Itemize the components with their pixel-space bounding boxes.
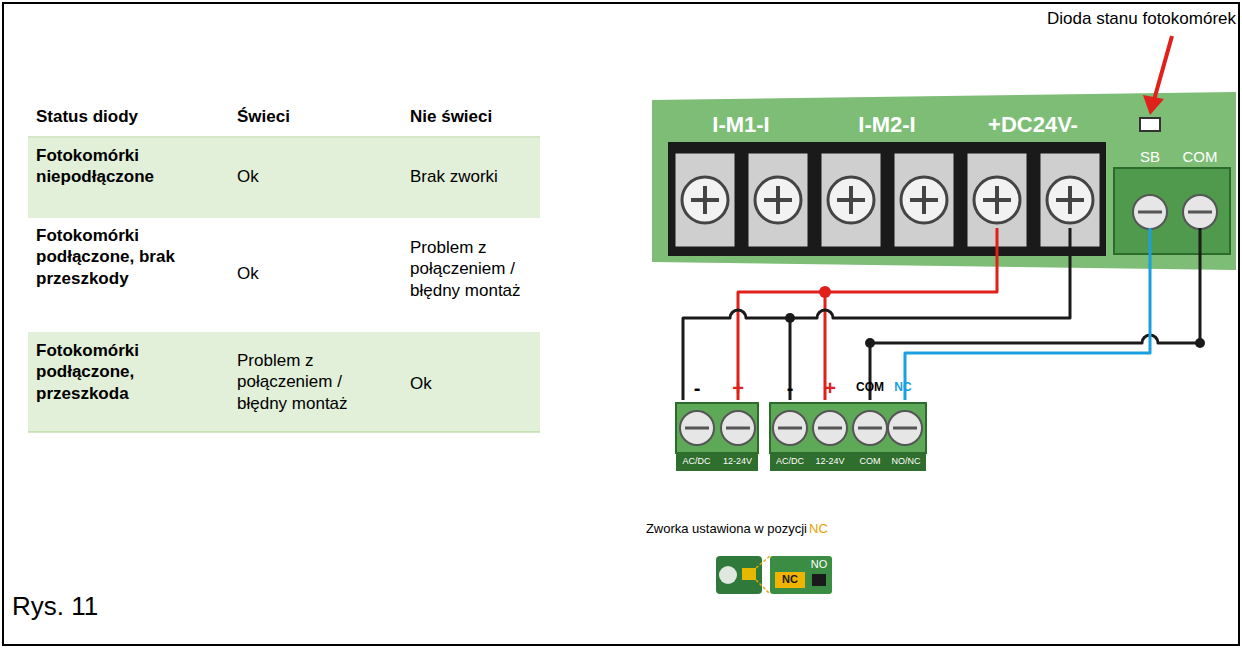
polarity-label: + bbox=[718, 376, 758, 401]
wire-label: NC bbox=[883, 380, 923, 395]
table-cell: Ok bbox=[237, 166, 397, 187]
polarity-label: - bbox=[677, 376, 717, 401]
terminal-screw bbox=[813, 411, 847, 445]
table-row bbox=[28, 332, 540, 432]
pin-label: AC/DC bbox=[770, 456, 810, 467]
callout-label: Dioda stanu fotokomórek bbox=[1000, 8, 1236, 29]
terminal-screw bbox=[888, 411, 922, 445]
table-cell: Ok bbox=[237, 263, 397, 284]
table-cell: Fotokomórki podłączone, przeszkoda bbox=[36, 340, 176, 404]
screw-head bbox=[901, 177, 947, 223]
jumper-label: NO bbox=[808, 558, 830, 572]
pin-label: 12-24V bbox=[717, 456, 758, 467]
terminal-screw bbox=[773, 411, 807, 445]
photocell-tx-terminal bbox=[676, 403, 758, 453]
screw-head bbox=[828, 177, 874, 223]
terminal-label: I-M1-I bbox=[691, 111, 791, 139]
screw-head bbox=[755, 177, 801, 223]
wires bbox=[683, 228, 1200, 400]
wire-label: COM bbox=[845, 380, 895, 395]
terminal-screw bbox=[853, 411, 887, 445]
table-cell: Fotokomórki niepodłączone bbox=[36, 145, 176, 188]
controller-board bbox=[652, 92, 1236, 270]
note-text: Zworka ustawiona w pozycji bbox=[640, 521, 807, 537]
table-cell: Fotokomórki podłączone, brak przeszkody bbox=[36, 225, 176, 289]
table-header: Nie świeci bbox=[410, 106, 540, 127]
table-header: Świeci bbox=[237, 106, 397, 127]
polarity-label: - bbox=[770, 376, 810, 401]
table-cell: Problem z połączeniem / błędny montaż bbox=[237, 350, 387, 414]
screw-head bbox=[974, 177, 1020, 223]
screw-cell bbox=[893, 152, 955, 248]
screw-cell bbox=[747, 152, 809, 248]
figure-caption: Rys. 11 bbox=[12, 590, 212, 623]
pin-label: 12-24V bbox=[810, 456, 850, 467]
table-row bbox=[28, 138, 540, 218]
terminal-screw bbox=[680, 411, 714, 445]
note-text: NC bbox=[809, 521, 839, 537]
screw-head bbox=[1047, 177, 1093, 223]
terminal-label: SB bbox=[1125, 148, 1175, 167]
polarity-label: + bbox=[810, 376, 850, 401]
terminal-label: I-M2-I bbox=[837, 111, 937, 139]
jumper-illustration bbox=[716, 556, 832, 594]
screw-terminals bbox=[674, 152, 1101, 248]
terminal-housing bbox=[668, 142, 1106, 256]
screw-cell bbox=[674, 152, 736, 248]
terminal-label: COM bbox=[1175, 148, 1225, 167]
screw-cell bbox=[820, 152, 882, 248]
jumper-label: NC bbox=[775, 573, 805, 587]
table-cell: Ok bbox=[410, 373, 540, 394]
photocell-rx-terminal bbox=[770, 403, 926, 453]
terminal-screw bbox=[721, 411, 755, 445]
status-led bbox=[1140, 118, 1160, 131]
pin-label: AC/DC bbox=[676, 456, 717, 467]
table-cell: Problem z połączeniem / błędny montaż bbox=[410, 237, 535, 301]
terminal-label: +DC24V- bbox=[973, 111, 1093, 139]
table-header: Status diody bbox=[36, 106, 226, 127]
pin-label: COM bbox=[850, 456, 890, 467]
screw-head bbox=[682, 177, 728, 223]
table-cell: Brak zworki bbox=[410, 166, 540, 187]
pin-label: NO/NC bbox=[886, 456, 926, 467]
frame bbox=[3, 3, 1239, 645]
sb-com-connector bbox=[1114, 168, 1230, 254]
